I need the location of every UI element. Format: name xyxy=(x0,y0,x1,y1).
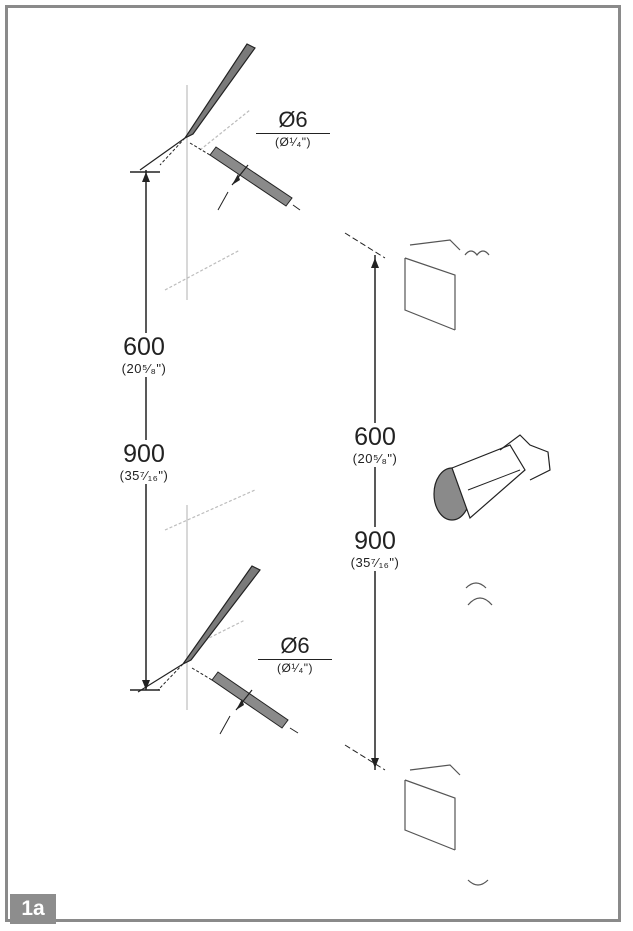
dimension-value: 900 xyxy=(354,527,396,555)
diameter-value: Ø6 xyxy=(256,108,330,134)
diameter-top: Ø6 (Ø¹⁄₄") xyxy=(256,108,330,150)
arrow-left-top xyxy=(142,172,150,182)
dimension-left-900: 900 (35⁷⁄₁₆") xyxy=(102,440,186,484)
dimension-value: 900 xyxy=(123,440,165,468)
diameter-inch: (Ø¹⁄₄") xyxy=(277,661,313,675)
dimension-inch: (35⁷⁄₁₆") xyxy=(350,555,400,570)
dowel-bottom xyxy=(191,667,299,735)
diameter-value: Ø6 xyxy=(258,634,332,660)
dimension-inch: (35⁷⁄₁₆") xyxy=(119,468,169,483)
dowel-top xyxy=(189,142,301,211)
dimension-value: 600 xyxy=(123,333,165,361)
arrow-left-bottom xyxy=(142,680,150,690)
dimension-inch: (20⁵⁄₈") xyxy=(352,451,398,466)
drill-top xyxy=(139,43,256,171)
arrow-right-bottom xyxy=(371,758,379,768)
bracket-lower xyxy=(404,764,489,886)
wall-guides xyxy=(164,85,256,710)
slider-holder xyxy=(433,434,551,606)
dimension-right-900: 900 (35⁷⁄₁₆") xyxy=(331,527,419,571)
dimension-inch: (20⁵⁄₈") xyxy=(121,361,167,376)
figure-frame xyxy=(5,5,621,922)
diameter-bottom: Ø6 (Ø¹⁄₄") xyxy=(258,634,332,676)
arrow-right-top xyxy=(371,258,379,268)
diameter-inch: (Ø¹⁄₄") xyxy=(275,135,311,149)
drill-bottom xyxy=(137,565,261,693)
figure-label: 1a xyxy=(10,894,56,924)
dimension-line-left xyxy=(130,170,160,691)
dimension-left-600: 600 (20⁵⁄₈") xyxy=(102,333,186,377)
right-extension-lines xyxy=(344,232,386,771)
bracket-upper xyxy=(404,239,490,331)
dimension-value: 600 xyxy=(354,423,396,451)
dimension-right-600: 600 (20⁵⁄₈") xyxy=(331,423,419,467)
